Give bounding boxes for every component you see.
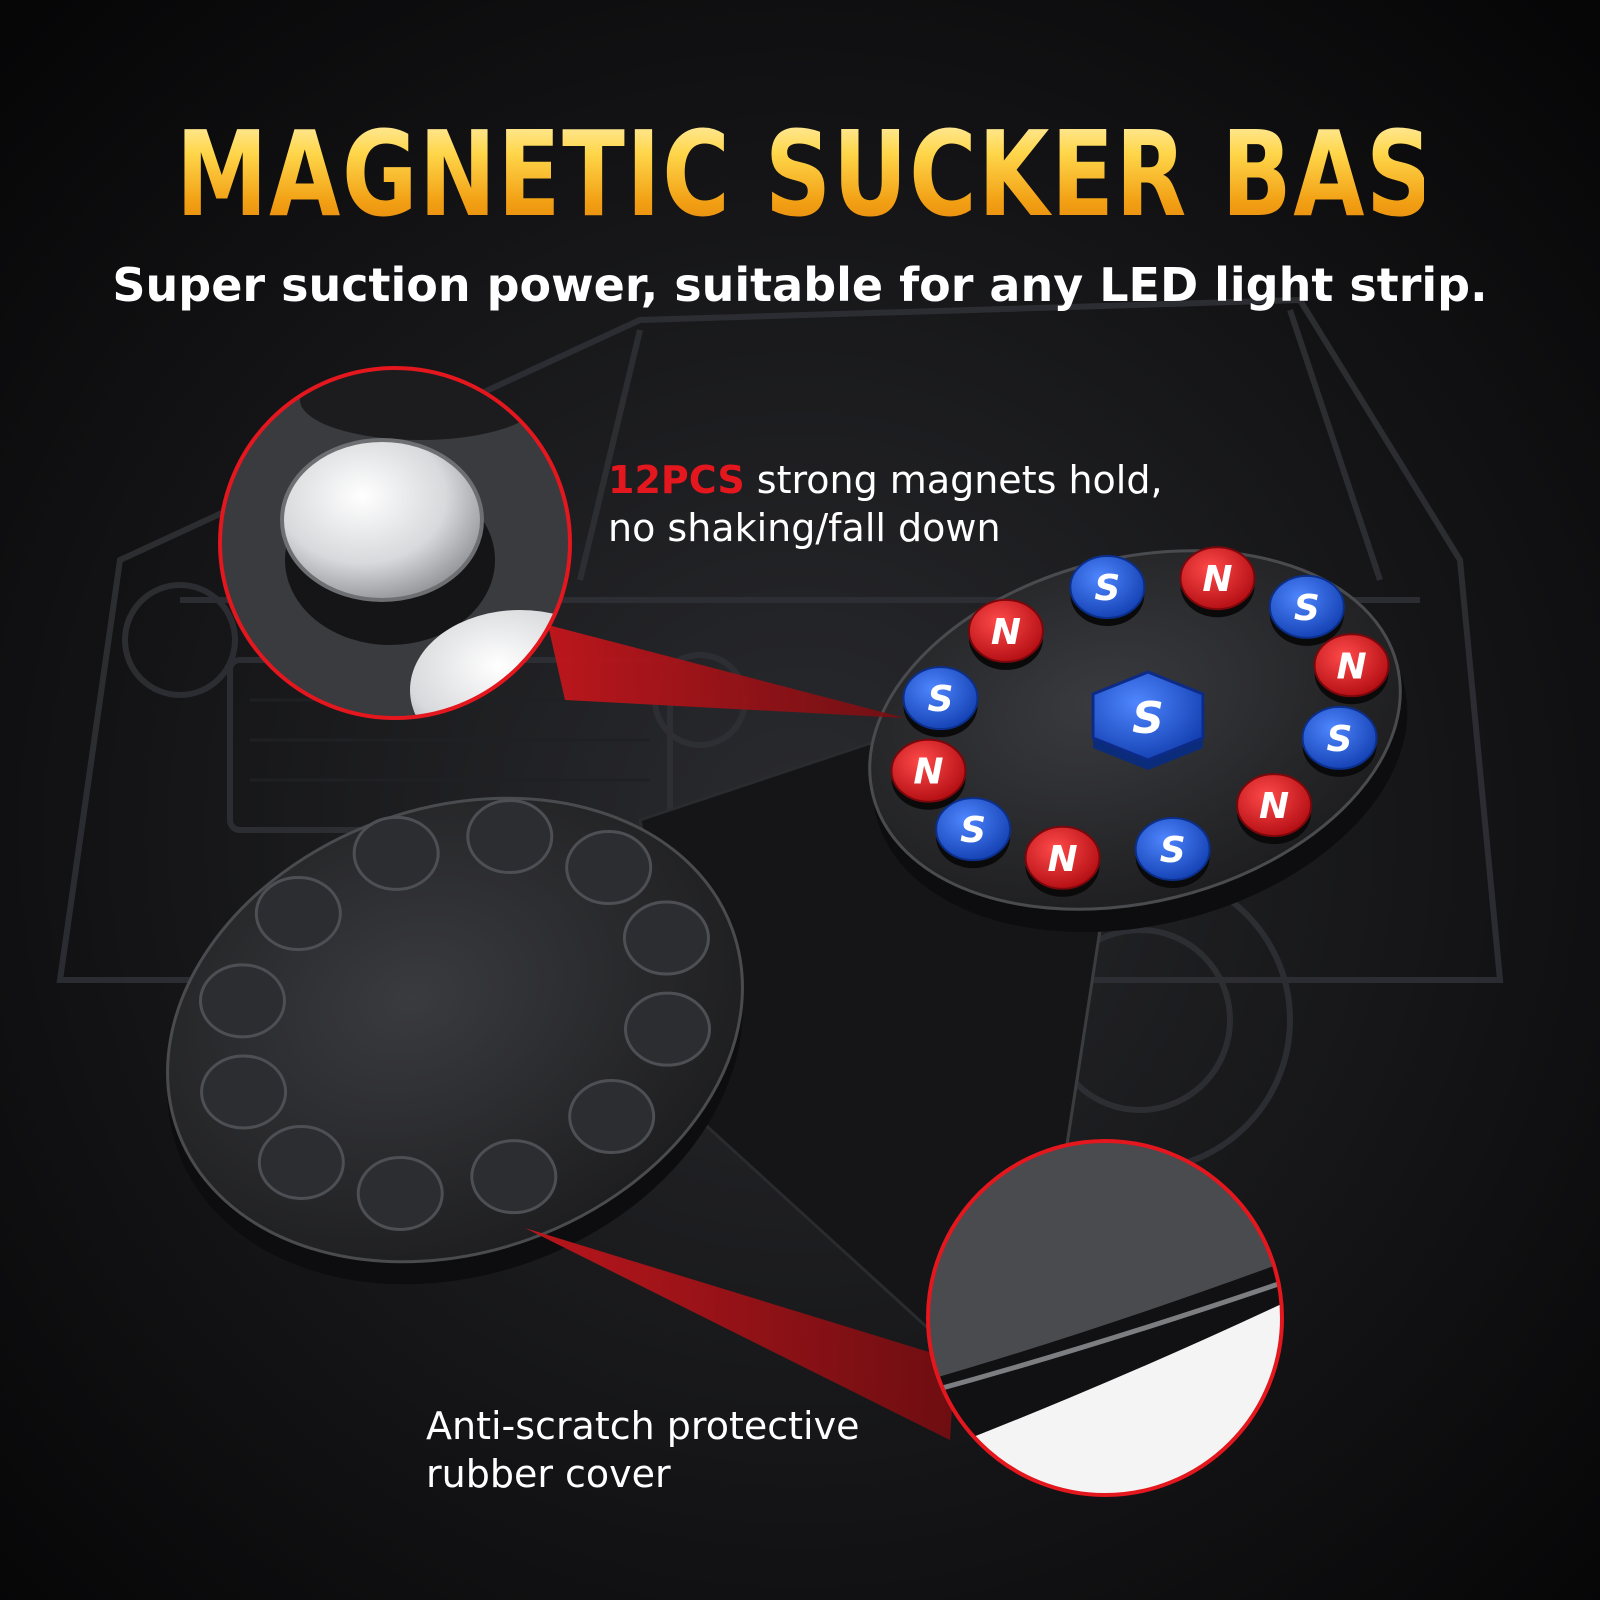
page-title: MAGNETIC SUCKER BASE xyxy=(176,105,1499,243)
rubber-bump-ring xyxy=(198,799,712,1231)
pole-magnet: N xyxy=(1024,825,1101,897)
magnets-callout: 12PCS strong magnets hold, no shaking/fa… xyxy=(608,456,1163,552)
pole-label: N xyxy=(1259,786,1289,827)
rubber-bump xyxy=(257,1124,345,1200)
pole-label: S xyxy=(1294,588,1320,629)
pole-magnet: N xyxy=(1313,633,1390,705)
magnets-callout-line1-text: strong magnets hold, xyxy=(744,458,1163,502)
pole-magnet: N xyxy=(1179,546,1256,618)
rubber-callout: Anti-scratch protective rubber cover xyxy=(426,1402,859,1498)
pole-magnet: S xyxy=(902,666,979,738)
rubber-bump xyxy=(356,1155,444,1231)
pole-label: S xyxy=(928,679,954,720)
pole-label: S xyxy=(960,810,986,851)
rubber-bump xyxy=(254,876,342,952)
rubber-callout-line2: rubber cover xyxy=(426,1452,671,1496)
zoom-pointer-bottom xyxy=(525,1228,955,1440)
rubber-bump xyxy=(352,815,440,891)
pole-magnet: S xyxy=(1301,705,1378,777)
pole-label: N xyxy=(991,612,1021,653)
pole-magnet: S xyxy=(1134,816,1211,888)
center-hex-magnet: S xyxy=(1091,670,1205,770)
pole-label: N xyxy=(1202,559,1232,600)
zoom-circle-rubber xyxy=(926,1139,1284,1497)
magnet-count-highlight: 12PCS xyxy=(608,458,745,502)
rubber-bump xyxy=(565,830,653,906)
pole-label: N xyxy=(1047,839,1077,880)
pole-magnet: S xyxy=(935,797,1012,869)
pole-label: S xyxy=(1160,830,1186,871)
rubber-bump xyxy=(568,1078,656,1154)
magnets-callout-line1: 12PCS strong magnets hold, xyxy=(608,456,1163,504)
zoom-circle-magnet xyxy=(218,366,572,720)
magnets-callout-line2: no shaking/fall down xyxy=(608,506,1001,550)
pole-label: S xyxy=(1327,719,1353,760)
pole-label: S xyxy=(1094,568,1120,609)
rubber-bump xyxy=(622,900,710,976)
rubber-bump xyxy=(624,991,712,1067)
pole-label: N xyxy=(913,752,943,793)
rubber-bump xyxy=(466,799,554,875)
pole-label: N xyxy=(1336,646,1366,687)
pole-magnet: N xyxy=(967,598,1044,670)
pole-magnet: S xyxy=(1069,555,1146,627)
rubber-callout-line1: Anti-scratch protective xyxy=(426,1404,860,1448)
rubber-bump xyxy=(470,1139,558,1215)
pole-magnet: N xyxy=(1236,773,1313,845)
rubber-bump xyxy=(200,1054,288,1130)
rubber-bump xyxy=(198,963,286,1039)
pole-magnet: N xyxy=(890,738,967,810)
zoom-pointer-top xyxy=(548,625,905,718)
pole-magnet: S xyxy=(1268,574,1345,646)
page-subtitle: Super suction power, suitable for any LE… xyxy=(112,258,1488,312)
center-pole-label: S xyxy=(1132,693,1164,744)
